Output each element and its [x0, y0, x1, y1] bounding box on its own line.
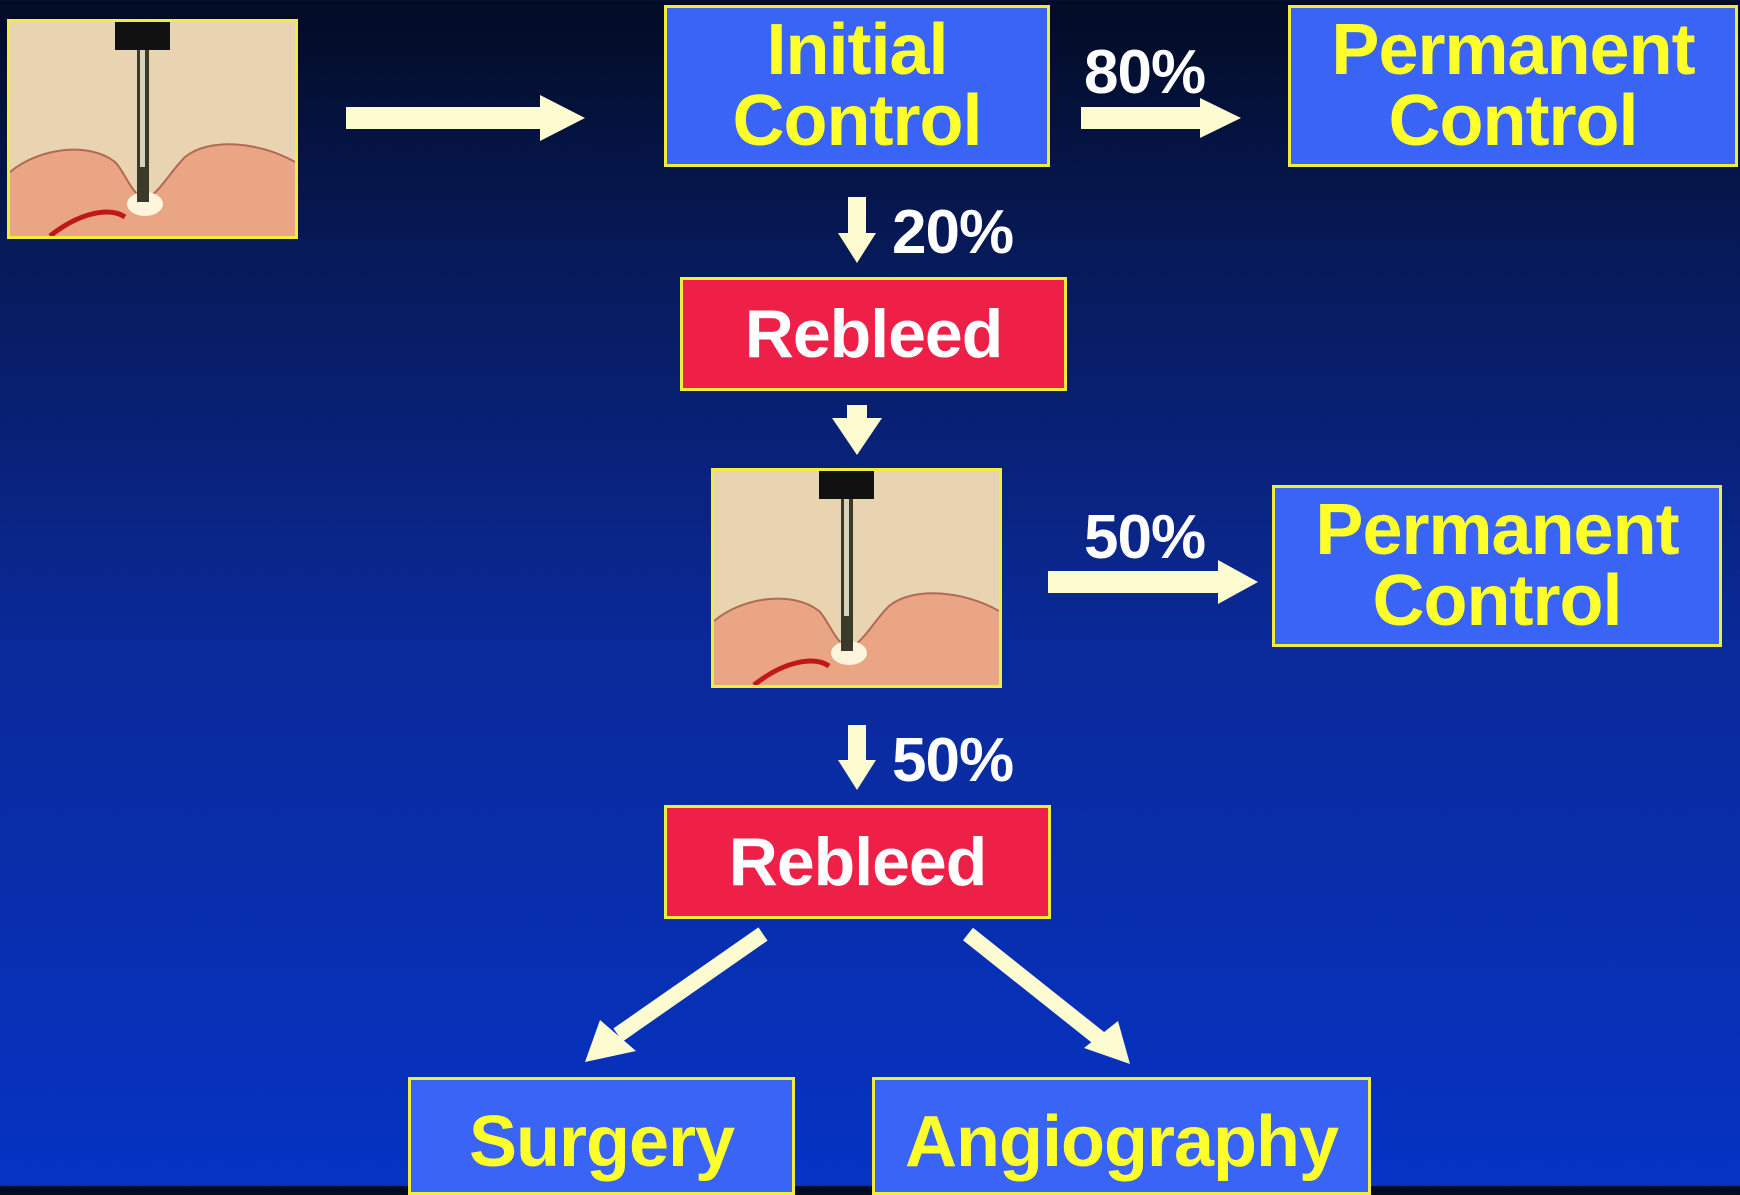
- rebleed-1-label: Rebleed: [745, 301, 1003, 368]
- permanent-control-mid-line-2: Control: [1373, 566, 1622, 637]
- initial-control-box: Initial Control: [664, 5, 1050, 167]
- arrow-image-to-rebleed: [838, 725, 876, 790]
- rebleed-box-1: Rebleed: [680, 277, 1067, 391]
- percent-initial-to-rebleed: 20%: [892, 202, 1013, 264]
- permanent-control-box-mid: Permanent Control: [1272, 485, 1722, 647]
- angiography-box: Angiography: [872, 1077, 1371, 1195]
- percent-retreat-to-rebleed: 50%: [892, 730, 1013, 792]
- rebleed-2-label: Rebleed: [729, 829, 987, 896]
- permanent-control-mid-line-1: Permanent: [1315, 495, 1678, 566]
- arrow-image-to-initial: [346, 95, 585, 141]
- surgery-box: Surgery: [408, 1077, 795, 1195]
- percent-retreat-to-permanent: 50%: [1084, 507, 1205, 569]
- permanent-control-top-line-2: Control: [1389, 86, 1638, 157]
- percent-initial-to-permanent: 80%: [1084, 42, 1205, 104]
- permanent-control-top-line-1: Permanent: [1331, 15, 1694, 86]
- arrow-rebleed-to-image: [832, 405, 882, 455]
- permanent-control-box-top: Permanent Control: [1288, 5, 1738, 167]
- arrow-rebleed-to-angiography: [968, 934, 1100, 1039]
- surgery-label: Surgery: [469, 1107, 734, 1178]
- initial-control-line-2: Control: [733, 86, 982, 157]
- arrow-rebleed-to-surgery: [618, 934, 763, 1035]
- rebleed-box-2: Rebleed: [664, 805, 1051, 919]
- initial-control-line-1: Initial: [766, 15, 947, 86]
- angiography-label: Angiography: [905, 1107, 1338, 1178]
- arrow-initial-to-rebleed: [838, 197, 876, 263]
